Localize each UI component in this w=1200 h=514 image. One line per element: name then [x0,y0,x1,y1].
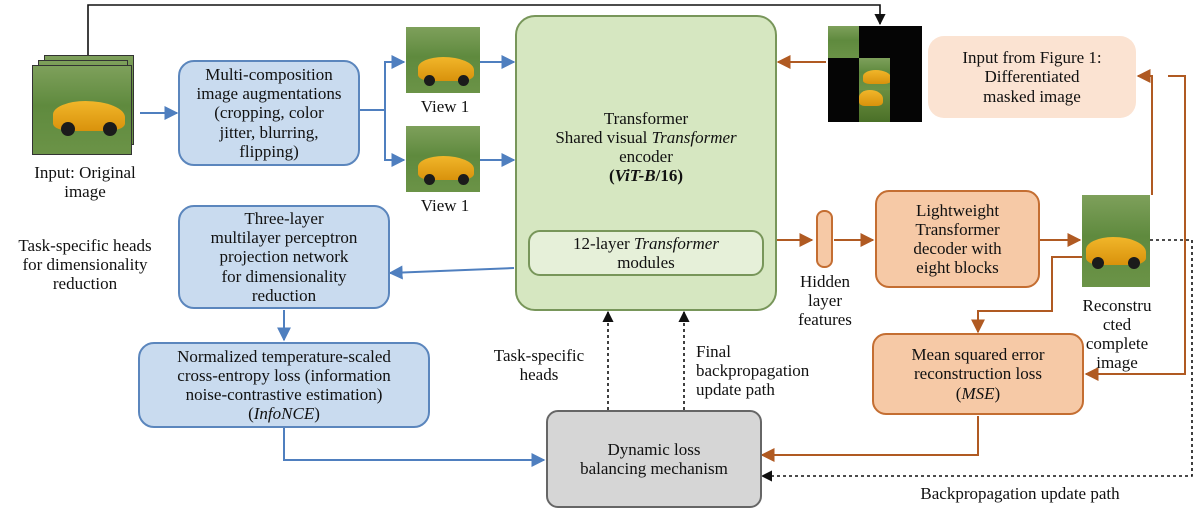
infonce-to-balance-arrow [283,428,546,467]
task-heads-left-label: Task-specific heads for dimensionality r… [18,236,152,294]
view-bottom-label: View 1 [420,196,470,215]
infonce-loss-box: Normalized temperature-scaled cross-entr… [138,342,430,428]
encoder-line4: (ViT-B/16) [608,166,683,186]
mse-to-balance-arrow [760,416,979,462]
backprop-dotted-path [760,239,1193,482]
encoder-line2: Shared visual Transformer [555,128,737,148]
mlp-projection-box: Three-layer multilayer perceptron projec… [178,205,390,309]
infonce-abbrev: (InfoNCE) [248,404,320,424]
hidden-features-block [816,210,833,268]
masked-input-label-box: Input from Figure 1: Differentiated mask… [928,36,1136,118]
augment-to-view2-arrow [384,110,406,167]
masked-image [828,26,922,122]
reconstructed-image [1082,195,1150,287]
peach-to-mse-arrow [1084,75,1186,381]
reconstructed-label: Reconstru cted complete image [1082,296,1152,373]
encoder-to-mlp-arrow [388,265,515,280]
lightweight-decoder-box: Lightweight Transformer decoder with eig… [875,190,1040,288]
modules-line1: 12-layer Transformer [573,233,719,253]
view-image-bottom [406,126,480,192]
final-backprop-label: Final backpropagation update path [696,342,810,400]
backprop-path-label: Backpropagation update path [920,484,1120,503]
augmentation-box: Multi-composition image augmentations (c… [178,60,360,166]
augment-to-view1-arrow [360,55,406,111]
input-label: Input: Original image [34,163,136,202]
recon-to-mse-arrow [971,256,1082,334]
mse-abbrev: (MSE) [955,383,1001,403]
hidden-features-label: Hidden layer features [798,272,852,330]
transformer-modules-box: 12-layer Transformer modules [528,230,764,276]
view-top-label: View 1 [420,97,470,116]
dynamic-loss-balancing-box: Dynamic loss balancing mechanism [546,410,762,508]
view-image-top [406,27,480,93]
recon-to-peach-arrow [1136,69,1153,195]
task-heads-mid-label: Task-specific heads [493,346,585,385]
input-original-image [32,65,132,155]
input-to-mask-arrow [87,4,886,55]
mse-loss-box: Mean squared error reconstruction loss (… [872,333,1084,415]
